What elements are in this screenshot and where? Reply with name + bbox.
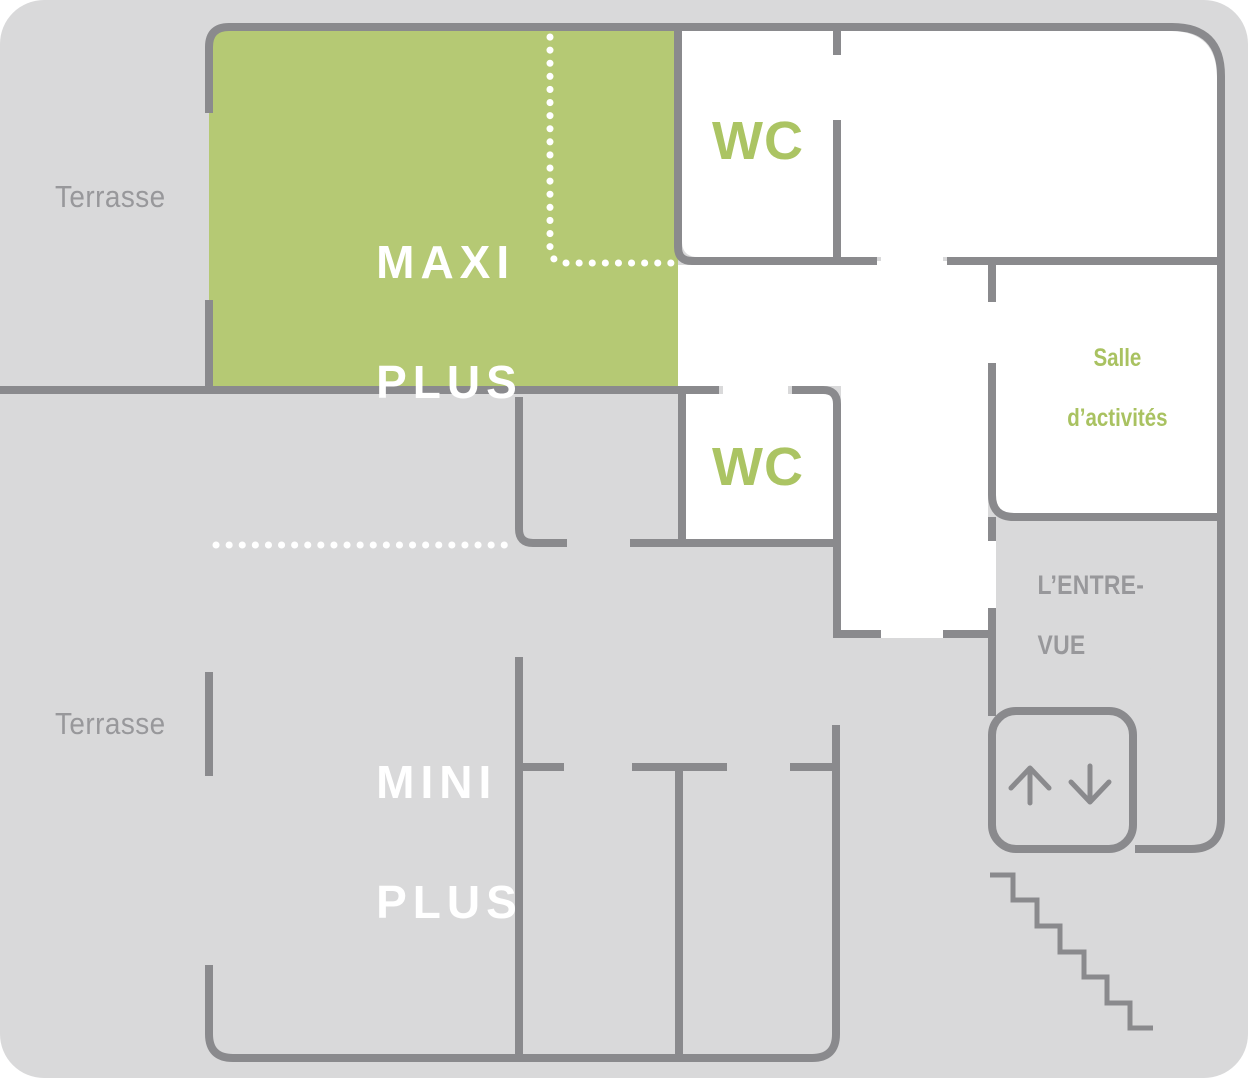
mini-plus-label: MINI PLUS <box>301 692 523 992</box>
dotted-kitchen-zones <box>212 33 677 549</box>
entre-vue-label: L’ENTRE- VUE <box>1011 540 1144 690</box>
entre-vue-line1: L’ENTRE- <box>1037 570 1145 600</box>
stairs-icon <box>990 872 1153 1031</box>
corridor-right-strip <box>841 261 988 630</box>
room-maxi-plus[interactable] <box>209 27 678 390</box>
wc-lower-label: WC <box>712 437 804 497</box>
terrace-lower-label: Terrasse <box>55 706 166 741</box>
room-wc-lower <box>686 394 833 539</box>
maxi-plus-line2: PLUS <box>376 356 523 408</box>
terrace-upper-label: Terrasse <box>55 179 166 214</box>
room-fills <box>209 27 1217 638</box>
elevator <box>988 707 1137 853</box>
room-sleeping-upper <box>841 31 1217 257</box>
dotted-zone-maxi <box>546 33 677 267</box>
door-openings <box>723 55 996 638</box>
room-wc-upper <box>682 31 833 257</box>
mini-plus-line2: PLUS <box>376 876 523 928</box>
walls <box>0 23 1225 1062</box>
maxi-plus-line1: MAXI <box>376 236 516 288</box>
mini-plus-line1: MINI <box>376 756 498 808</box>
room-salle-activites[interactable] <box>996 265 1217 513</box>
entre-vue-line2: VUE <box>1037 630 1086 660</box>
elevator-shaft <box>988 707 1137 853</box>
wc-upper-label: WC <box>712 111 804 171</box>
elevator-arrows-icon <box>1008 763 1112 806</box>
salle-line2: d’activités <box>1067 404 1168 432</box>
salle-activites-label: Salle d’activités <box>1044 313 1167 463</box>
salle-line1: Salle <box>1093 344 1142 372</box>
maxi-plus-label: MAXI PLUS <box>301 172 523 472</box>
